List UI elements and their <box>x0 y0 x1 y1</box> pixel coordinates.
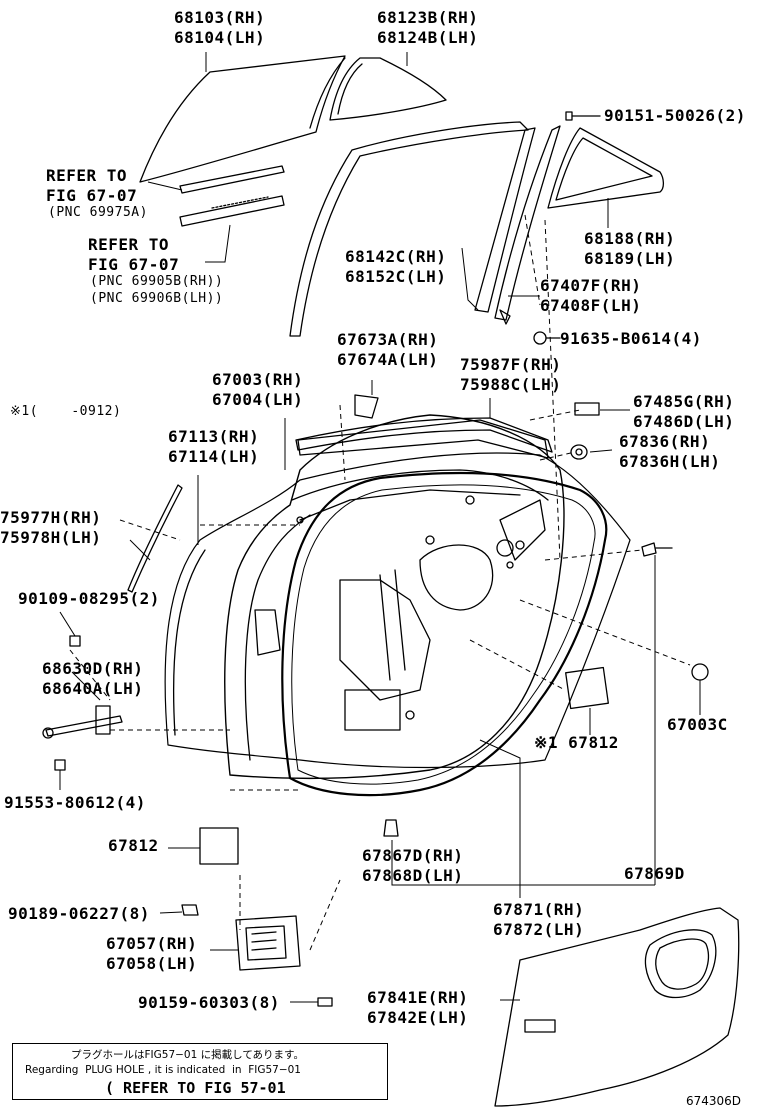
part-label-67868d: 67868D(LH) <box>362 866 464 885</box>
part-label-67674a: 67674A(LH) <box>337 350 439 369</box>
part-label-67836h: 67836H(LH) <box>619 452 721 471</box>
part-label-68630d: 68630D(RH) <box>42 659 144 678</box>
quarter-glass <box>329 57 447 121</box>
part-label-91635: 91635-B0614(4) <box>560 329 702 348</box>
door-frame <box>224 414 565 779</box>
part-label-67871: 67871(RH) <box>493 900 585 919</box>
part-label-67058: 67058(LH) <box>106 954 198 973</box>
division-bar <box>494 125 561 321</box>
part-label-67869d: 67869D <box>624 864 685 883</box>
part-label-67485g: 67485G(RH) <box>633 392 735 411</box>
part-label-75987f: 75987F(RH) <box>460 355 562 374</box>
door-glass <box>139 55 346 183</box>
trim-moulding <box>127 484 183 593</box>
refer-label-1: REFER TO <box>46 166 128 185</box>
note-0912: ※1( -0912) <box>10 404 122 419</box>
plug-hole-note: プラグホールはFIG57−01 に掲載してあります。 Regarding PLU… <box>12 1043 388 1100</box>
part-label-67113: 67113(RH) <box>168 427 260 446</box>
part-label-90109: 90109-08295(2) <box>18 589 160 608</box>
part-label-90189: 90189-06227(8) <box>8 904 150 923</box>
part-label-68142c: 68142C(RH) <box>345 247 447 266</box>
part-label-68103: 68103(RH) <box>174 8 266 27</box>
door-weatherstrip <box>281 471 608 797</box>
part-label-67867d: 67867D(RH) <box>362 846 464 865</box>
part-label-67673a: 67673A(RH) <box>337 330 439 349</box>
diagram-code: 674306D <box>686 1094 742 1108</box>
door-check <box>45 715 123 737</box>
part-label-67841e: 67841E(RH) <box>367 988 469 1007</box>
part-label-90151: 90151-50026(2) <box>604 106 746 125</box>
part-label-67004: 67004(LH) <box>212 390 304 409</box>
note-line-english: Regarding PLUG HOLE , it is indicated in… <box>25 1064 301 1076</box>
part-label-75988c: 75988C(LH) <box>460 375 562 394</box>
part-label-68640a: 68640A(LH) <box>42 679 144 698</box>
door-outer-panel <box>164 452 631 769</box>
note-line-refer: ( REFER TO FIG 57-01 <box>105 1079 286 1097</box>
part-label-67003c: 67003C <box>667 715 728 734</box>
part-label-68188: 68188(RH) <box>584 229 676 248</box>
part-label-67408f: 67408F(LH) <box>540 296 642 315</box>
part-label-67114: 67114(LH) <box>168 447 260 466</box>
part-label-68152c: 68152C(LH) <box>345 267 447 286</box>
door-lock <box>235 915 301 971</box>
part-label-67842e: 67842E(LH) <box>367 1008 469 1027</box>
refer-pnc-2: (PNC 69905B(RH)) <box>90 274 224 289</box>
part-label-67057: 67057(RH) <box>106 934 198 953</box>
part-label-75978h: 75978H(LH) <box>0 528 102 547</box>
part-label-67872: 67872(LH) <box>493 920 585 939</box>
door-trim-board <box>494 907 740 1107</box>
refer-fig-1: FIG 67-07 <box>46 186 138 205</box>
refer-pnc-3: (PNC 69906B(LH)) <box>90 291 224 306</box>
part-label-68104: 68104(LH) <box>174 28 266 47</box>
run-channel <box>289 121 529 337</box>
part-label-67836: 67836(RH) <box>619 432 711 451</box>
part-label-67486d: 67486D(LH) <box>633 412 735 431</box>
part-label-68189: 68189(LH) <box>584 249 676 268</box>
refer-pnc-1: (PNC 69975A) <box>48 205 148 220</box>
part-label-67407f: 67407F(RH) <box>540 276 642 295</box>
part-label-68123b: 68123B(RH) <box>377 8 479 27</box>
belt-moulding-inner <box>179 195 285 227</box>
quarter-weatherstrip <box>547 127 665 209</box>
part-label-90159: 90159-60303(8) <box>138 993 280 1012</box>
part-label-68124b: 68124B(LH) <box>377 28 479 47</box>
part-label-91553: 91553-80612(4) <box>4 793 146 812</box>
part-label-67812-note: ※1 67812 <box>534 733 619 752</box>
inner-belt-strip <box>295 417 553 453</box>
belt-moulding-outer <box>179 165 285 194</box>
note-line-japanese: プラグホールはFIG57−01 に掲載してあります。 <box>71 1049 304 1061</box>
refer-label-2: REFER TO <box>88 235 170 254</box>
refer-fig-2: FIG 67-07 <box>88 255 180 274</box>
part-label-67003: 67003(RH) <box>212 370 304 389</box>
part-label-67812: 67812 <box>108 836 159 855</box>
part-label-75977h: 75977H(RH) <box>0 508 102 527</box>
